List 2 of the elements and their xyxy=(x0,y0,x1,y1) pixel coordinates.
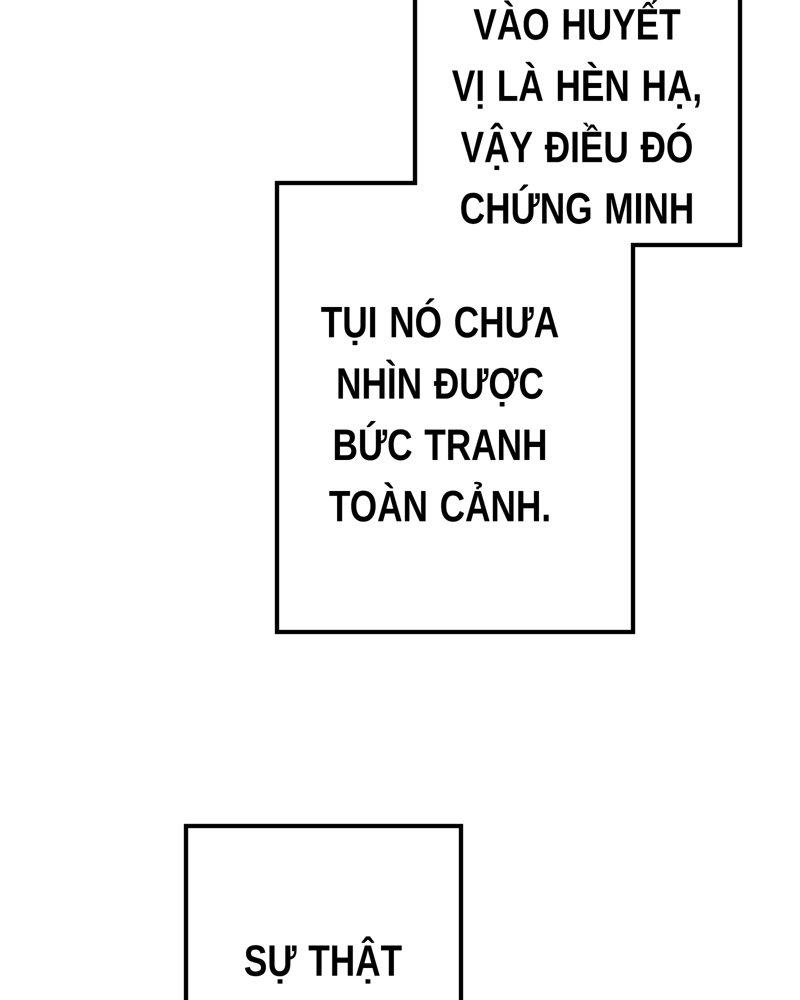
caption-box: SỰ THẬT xyxy=(184,824,464,1000)
caption-box: VÀO HUYẾT VỊ LÀ HÈN HẠ, VẬY ĐIỀU ĐÓ CHỨNG MINH TỤI NÓ CHƯA NHÌN ĐƯỢC BỨC TRANH TOÀN CẢNH. xyxy=(274,0,742,634)
